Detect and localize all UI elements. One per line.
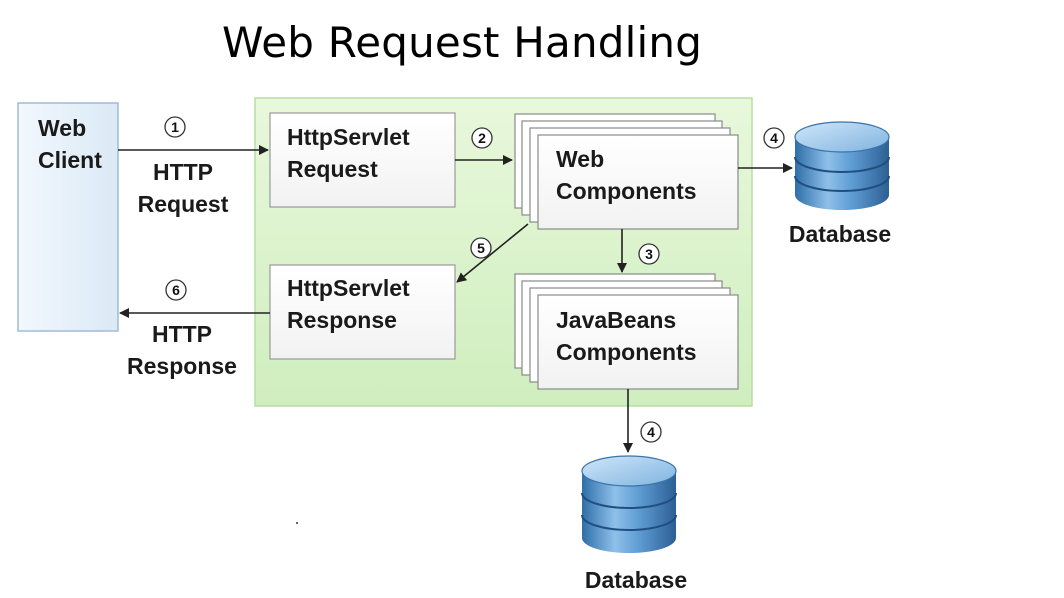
servlet-request-line1: HttpServlet <box>287 124 410 150</box>
servlet-response-label: HttpServlet Response <box>287 272 410 336</box>
javabeans-label: JavaBeans Components <box>556 304 697 368</box>
database-right-label: Database <box>770 218 910 250</box>
http-request-line1: HTTP <box>152 159 214 185</box>
web-client-line2: Client <box>38 147 102 173</box>
diagram-title: Web Request Handling <box>222 18 703 67</box>
step-circle-6: 6 <box>165 279 187 301</box>
web-client-line1: Web <box>38 115 87 141</box>
database-bottom-text: Database <box>584 567 688 593</box>
stray-dot <box>296 522 298 524</box>
http-response-line1: HTTP <box>151 321 213 347</box>
web-components-line1: Web <box>556 146 605 172</box>
http-response-label: HTTP Response <box>112 318 252 382</box>
arrow-to-servlet-response <box>456 223 529 283</box>
step-label-2: 2 <box>478 130 486 146</box>
web-client-box <box>17 102 119 332</box>
step-circle-4b: 4 <box>640 421 662 443</box>
servlet-response-line2: Response <box>287 307 397 333</box>
http-request-line2: Request <box>137 191 229 217</box>
step-label-4b: 4 <box>647 424 655 440</box>
servlet-request-line2: Request <box>287 156 378 182</box>
step-label-3: 3 <box>645 246 653 262</box>
database-right-icon <box>794 121 890 210</box>
step-label-1: 1 <box>171 119 179 135</box>
database-bottom-icon <box>581 455 677 553</box>
javabeans-line2: Components <box>556 339 697 365</box>
servlet-request-label: HttpServlet Request <box>287 121 410 185</box>
http-request-label: HTTP Request <box>128 156 238 220</box>
step-label-6: 6 <box>172 282 180 298</box>
web-components-line2: Components <box>556 178 697 204</box>
database-bottom-label: Database <box>566 564 706 596</box>
web-client-label: Web Client <box>38 112 102 176</box>
javabeans-line1: JavaBeans <box>556 307 677 333</box>
servlet-request-box <box>269 112 456 208</box>
step-circle-3: 3 <box>638 243 660 265</box>
http-response-line2: Response <box>127 353 237 379</box>
servlet-response-line1: HttpServlet <box>287 275 410 301</box>
web-components-box <box>537 134 739 230</box>
step-label-4a: 4 <box>770 130 778 146</box>
web-components-stack <box>514 113 739 230</box>
javabeans-box <box>537 294 739 390</box>
javabeans-stack <box>514 273 739 390</box>
servlet-response-box <box>269 264 456 360</box>
database-right-text: Database <box>788 221 892 247</box>
step-circle-2: 2 <box>471 127 493 149</box>
step-label-5: 5 <box>477 240 485 256</box>
step-circle-1: 1 <box>164 116 186 138</box>
web-components-label: Web Components <box>556 143 697 207</box>
step-circle-5: 5 <box>470 237 492 259</box>
step-circle-4a: 4 <box>763 127 785 149</box>
